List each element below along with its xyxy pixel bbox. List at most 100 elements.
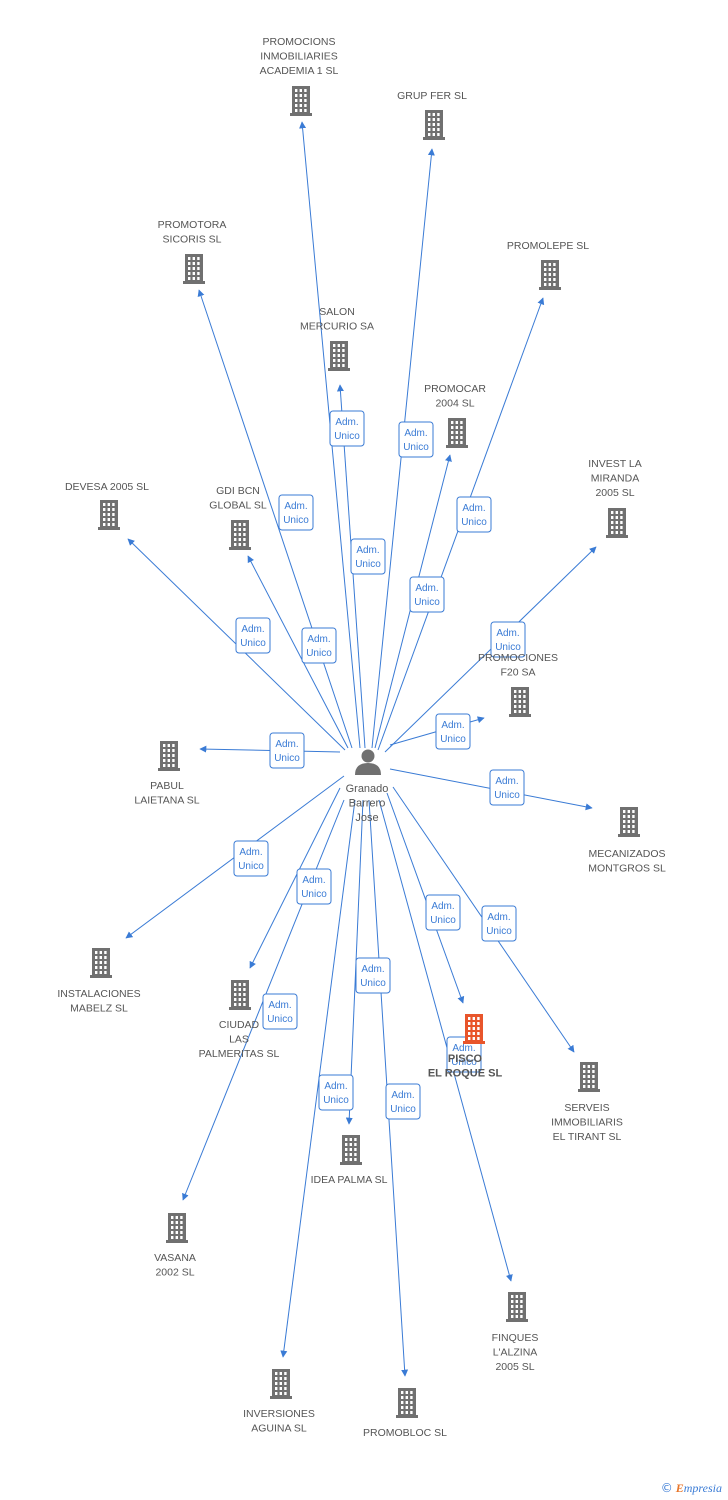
- company-name-line: PABUL: [150, 780, 184, 792]
- edge-label-line: Unico: [390, 1104, 416, 1115]
- company-node-grup-fer[interactable]: GRUP FER SL: [397, 90, 467, 140]
- edge-label-line: Adm.: [324, 1081, 347, 1092]
- brand-name: mpresia: [683, 1481, 722, 1495]
- edge-label-line: Unico: [360, 978, 386, 989]
- edge-label-promobloc[interactable]: Adm.Unico: [385, 1083, 421, 1120]
- company-name-line: INMOBILIARIES: [260, 51, 338, 63]
- edge-label-invest-la-miranda[interactable]: Adm. Unico: [490, 621, 526, 658]
- edge-label-instalaciones-mabelz[interactable]: Adm. Unico: [233, 840, 269, 877]
- edge-label-promocar-2004[interactable]: Adm.Unico: [409, 576, 445, 613]
- person-name-line: Barrero: [349, 798, 386, 810]
- company-name-line: 2002 SL: [155, 1267, 194, 1279]
- edge-label-line: Adm.: [441, 720, 464, 731]
- edge-label-line: Adm.: [268, 1000, 291, 1011]
- building-icon: [158, 741, 180, 771]
- edge-label-line: Unico: [334, 431, 360, 442]
- building-icon: [340, 1135, 362, 1165]
- building-icon: [578, 1062, 600, 1092]
- company-name-line: SERVEIS: [564, 1102, 609, 1114]
- building-icon: [606, 508, 628, 538]
- edge-label-mecanizados-montgros[interactable]: Adm.Unico: [489, 769, 525, 806]
- company-name-line: INSTALACIONES: [57, 988, 140, 1000]
- building-icon: [509, 687, 531, 717]
- edge-label-finques-lalzina[interactable]: Adm.Unico: [446, 1036, 482, 1073]
- edge-label-promotora-sicoris[interactable]: Adm.Unico: [278, 494, 314, 531]
- building-icon: [98, 500, 120, 530]
- edge-label-promociones-f20[interactable]: Adm. Unico: [435, 713, 471, 750]
- edge-label-vasana-2002[interactable]: Adm. Unico: [262, 993, 298, 1030]
- company-name-line: INVEST LA: [588, 458, 642, 470]
- edge-label-idea-palma[interactable]: Adm.Unico: [355, 957, 391, 994]
- edge-label-line: Unico: [430, 915, 456, 926]
- edge-label-line: Unico: [440, 734, 466, 745]
- company-name-line: MERCURIO SA: [300, 321, 374, 333]
- person-name-line: Jose: [355, 812, 378, 824]
- company-name-line: LAIETANA SL: [134, 795, 199, 807]
- edge-label-line: Adm.: [307, 634, 330, 645]
- edge-label-line: Adm.: [239, 847, 262, 858]
- edge-label-line: Adm.: [302, 875, 325, 886]
- edge-label-line: Adm.: [496, 628, 519, 639]
- company-node-promolepe[interactable]: PROMOLEPE SL: [507, 240, 589, 290]
- company-node-devesa-2005[interactable]: DEVESA 2005 SL: [65, 481, 149, 530]
- edge-label-ciudad-las-palmeritas[interactable]: Adm.Unico: [296, 868, 332, 905]
- edge-label-line: Unico: [495, 642, 521, 653]
- company-node-pisco-el-roque[interactable]: PISCO EL ROQUE SL: [428, 1014, 503, 1080]
- company-name-line: 2004 SL: [435, 398, 474, 410]
- edge-label-promolepe[interactable]: Adm.Unico: [456, 496, 492, 533]
- company-name-line: ACADEMIA 1 SL: [260, 65, 339, 77]
- company-name-line: GLOBAL SL: [209, 500, 267, 512]
- building-icon: [90, 948, 112, 978]
- company-name-line: CIUDAD: [219, 1019, 260, 1031]
- edge-label-salon-mercurio[interactable]: Adm.Unico: [350, 538, 386, 575]
- company-name-line: PROMOTORA: [158, 219, 227, 231]
- empresia-watermark[interactable]: © Empresia: [661, 1481, 722, 1496]
- edge-label-promocions-academia[interactable]: Adm. Unico: [329, 410, 365, 447]
- edge-label-inversiones-aguina[interactable]: Adm. Unico: [318, 1074, 354, 1111]
- edge-label-pabul-laietana[interactable]: Adm.Unico: [269, 732, 305, 769]
- building-icon: [463, 1014, 485, 1044]
- edge-label-line: Unico: [267, 1014, 293, 1025]
- company-node-promobloc[interactable]: PROMOBLOC SL: [363, 1388, 447, 1439]
- edge-label-line: Adm.: [335, 417, 358, 428]
- edges-layer: [125, 121, 597, 1377]
- edge-gdi-bcn: [247, 555, 349, 749]
- company-name-line: IMMOBILIARIS: [551, 1117, 623, 1129]
- company-name-line: 2005 SL: [595, 487, 634, 499]
- company-node-vasana-2002[interactable]: VASANA 2002 SL: [154, 1213, 196, 1279]
- company-name-line: EL ROQUE SL: [428, 1068, 503, 1080]
- company-node-pabul-laietana[interactable]: PABUL LAIETANA SL: [134, 741, 200, 807]
- company-name-line: VASANA: [154, 1252, 196, 1264]
- edge-label-grup-fer[interactable]: Adm.Unico: [398, 421, 434, 458]
- edge-label-line: Adm.: [241, 624, 264, 635]
- company-name-line: IDEA PALMA SL: [311, 1174, 388, 1186]
- company-name-line: PISCO: [448, 1053, 483, 1065]
- edge-label-pisco-el-roque[interactable]: Adm.Unico: [425, 894, 461, 931]
- edge-label-line: Adm.: [452, 1043, 475, 1054]
- edge-label-gdi-bcn[interactable]: Adm.Unico: [301, 627, 337, 664]
- building-icon: [446, 418, 468, 448]
- edge-finques-lalzina: [378, 799, 513, 1282]
- company-name-line: PALMERITAS SL: [199, 1048, 280, 1060]
- edge-label-serveis-el-tirant[interactable]: Adm.Unico: [481, 905, 517, 942]
- company-node-idea-palma[interactable]: IDEA PALMA SL: [311, 1135, 388, 1186]
- edge-label-line: Unico: [323, 1095, 349, 1106]
- edge-label-devesa-2005[interactable]: Adm.Unico: [235, 617, 271, 654]
- building-icon: [396, 1388, 418, 1418]
- edge-label-line: Unico: [238, 861, 264, 872]
